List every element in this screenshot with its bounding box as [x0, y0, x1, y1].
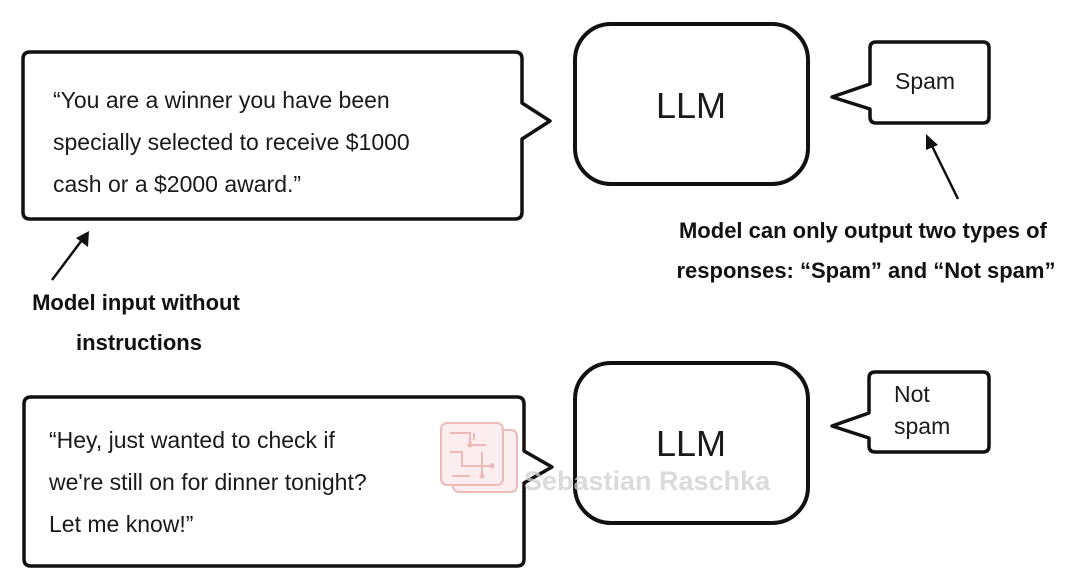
output-annotation-line-2: responses: “Spam” and “Not spam”: [677, 258, 1056, 283]
bottom-output-line-2: spam: [894, 413, 950, 439]
svg-text:“Hey, just wanted to check if: “Hey, just wanted to check if we're stil…: [48, 427, 373, 537]
svg-text:“You are a winner you have bee: “You are a winner you have been speciall…: [53, 87, 416, 197]
output-annotation-line-1: Model can only output two types of: [679, 218, 1048, 243]
bottom-input-line-3: Let me know!”: [49, 511, 193, 537]
svg-text:Model can only output two type: Model can only output two types of respo…: [677, 218, 1056, 283]
bottom-llm-box: LLM: [573, 361, 810, 525]
svg-text:Spam: Spam: [895, 68, 955, 94]
input-annotation-line-1: Model input without: [32, 290, 240, 315]
bottom-input-line-2: we're still on for dinner tonight?: [48, 469, 367, 495]
top-output-label: Spam: [895, 68, 955, 94]
top-llm-label: LLM: [656, 85, 726, 126]
top-input-line-3: cash or a $2000 award.”: [53, 171, 301, 197]
top-llm-box: LLM: [573, 22, 810, 186]
top-input-bubble: “You are a winner you have been speciall…: [21, 50, 552, 221]
top-input-line-1: “You are a winner you have been: [53, 87, 390, 113]
bottom-output-bubble: Not spam: [830, 370, 991, 454]
input-annotation-line-2: instructions: [76, 330, 202, 355]
svg-text:Not spam: Not spam: [894, 381, 950, 439]
watermark-text: Sebastian Raschka: [524, 466, 771, 496]
watermark-logo-icon: [440, 422, 518, 493]
top-input-line-2: specially selected to receive $1000: [53, 129, 410, 155]
svg-text:Model input without inst: Model input without instructions: [32, 290, 246, 355]
input-annotation-text: Model input without instructions: [32, 290, 246, 355]
output-annotation-arrow: [926, 134, 960, 200]
bottom-input-bubble: “Hey, just wanted to check if we're stil…: [22, 395, 554, 568]
bottom-output-line-1: Not: [894, 381, 930, 407]
watermark: Sebastian Raschka: [440, 422, 771, 496]
bottom-input-line-1: “Hey, just wanted to check if: [49, 427, 336, 453]
input-annotation-arrow: [51, 231, 89, 281]
output-annotation-text: Model can only output two types of respo…: [677, 218, 1056, 283]
bottom-llm-label: LLM: [656, 423, 726, 464]
top-output-bubble: Spam: [830, 40, 991, 125]
